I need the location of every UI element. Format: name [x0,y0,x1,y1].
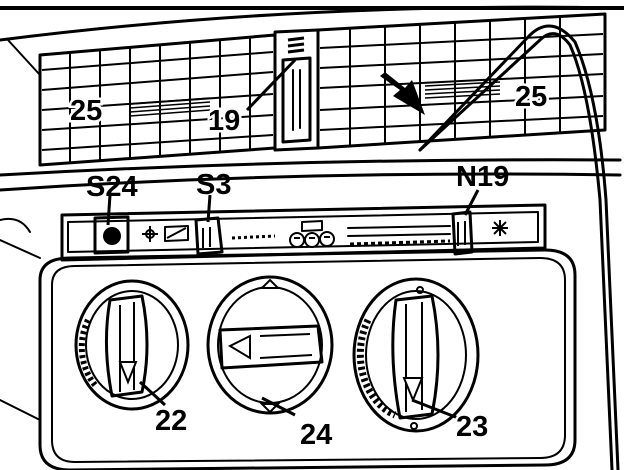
callout-vent-right: 25 [515,81,547,113]
pointer-arrow [380,72,425,115]
fan-symbol [142,225,189,242]
knob-right [352,277,480,433]
callout-slider-n19: N19 [456,161,509,193]
rear-window-defogger-switch [93,215,130,255]
leader-lines [106,58,480,420]
callout-knob-center: 24 [300,419,332,451]
callout-vent-left: 25 [70,95,102,127]
callout-switch-s3: S3 [196,169,231,201]
center-vent-adjuster [273,28,320,152]
control-console [0,239,577,470]
temperature-slider-track [347,225,451,246]
knob-left [74,279,190,411]
callout-switch-s24: S24 [86,171,138,203]
mode-buttons [289,220,335,248]
air-vent-right [316,12,607,150]
dashboard-frame [0,5,624,233]
callout-knob-right: 23 [456,411,488,443]
blower-switch [194,216,276,256]
air-vent-left [38,33,277,167]
slider-lever [451,210,474,256]
callout-vent-center: 19 [208,105,240,137]
switch-panel [60,203,547,262]
knob-center [206,275,334,415]
probe-wire [418,24,620,470]
snowflake-icon [492,220,508,236]
callout-knob-left: 22 [155,405,187,437]
